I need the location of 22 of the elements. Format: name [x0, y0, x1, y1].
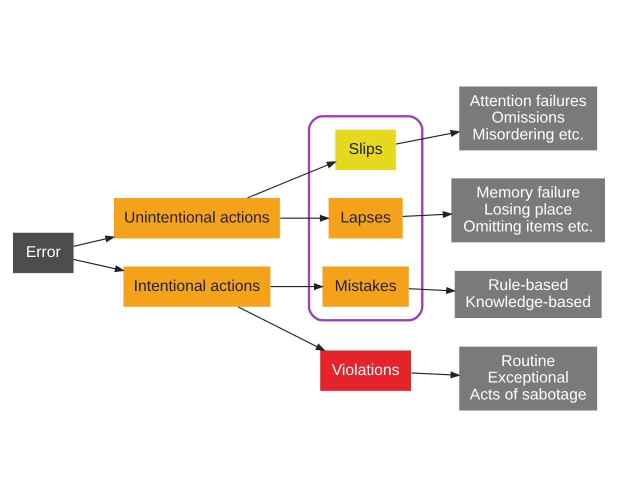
node-box: Intentional actions — [123, 266, 270, 307]
arrow — [396, 130, 461, 145]
arrow — [238, 306, 326, 352]
arrow — [411, 371, 461, 378]
node-box: Violations — [320, 350, 412, 391]
node-box: Slips — [335, 130, 396, 170]
node-box: Error — [13, 232, 74, 274]
arrow — [270, 283, 324, 290]
cluster — [308, 115, 424, 322]
node-box: Rule-based Knowledge-based — [454, 270, 602, 318]
node-box: Unintentional actions — [114, 198, 280, 238]
arrow — [73, 258, 125, 272]
arrow — [402, 210, 453, 218]
node-box: Attention failures Omissions Misordering etc. — [459, 86, 598, 150]
arrow — [408, 286, 456, 294]
arrow — [247, 161, 337, 198]
arrow — [280, 214, 330, 222]
arrow — [73, 236, 116, 247]
node-box: Lapses — [328, 198, 403, 238]
node-box: Routine Exceptional Acts of sabotage — [459, 346, 598, 411]
node-box: Memory failure Losing place Omitting items etc. — [451, 178, 605, 242]
node-box: Mistakes — [322, 266, 409, 307]
